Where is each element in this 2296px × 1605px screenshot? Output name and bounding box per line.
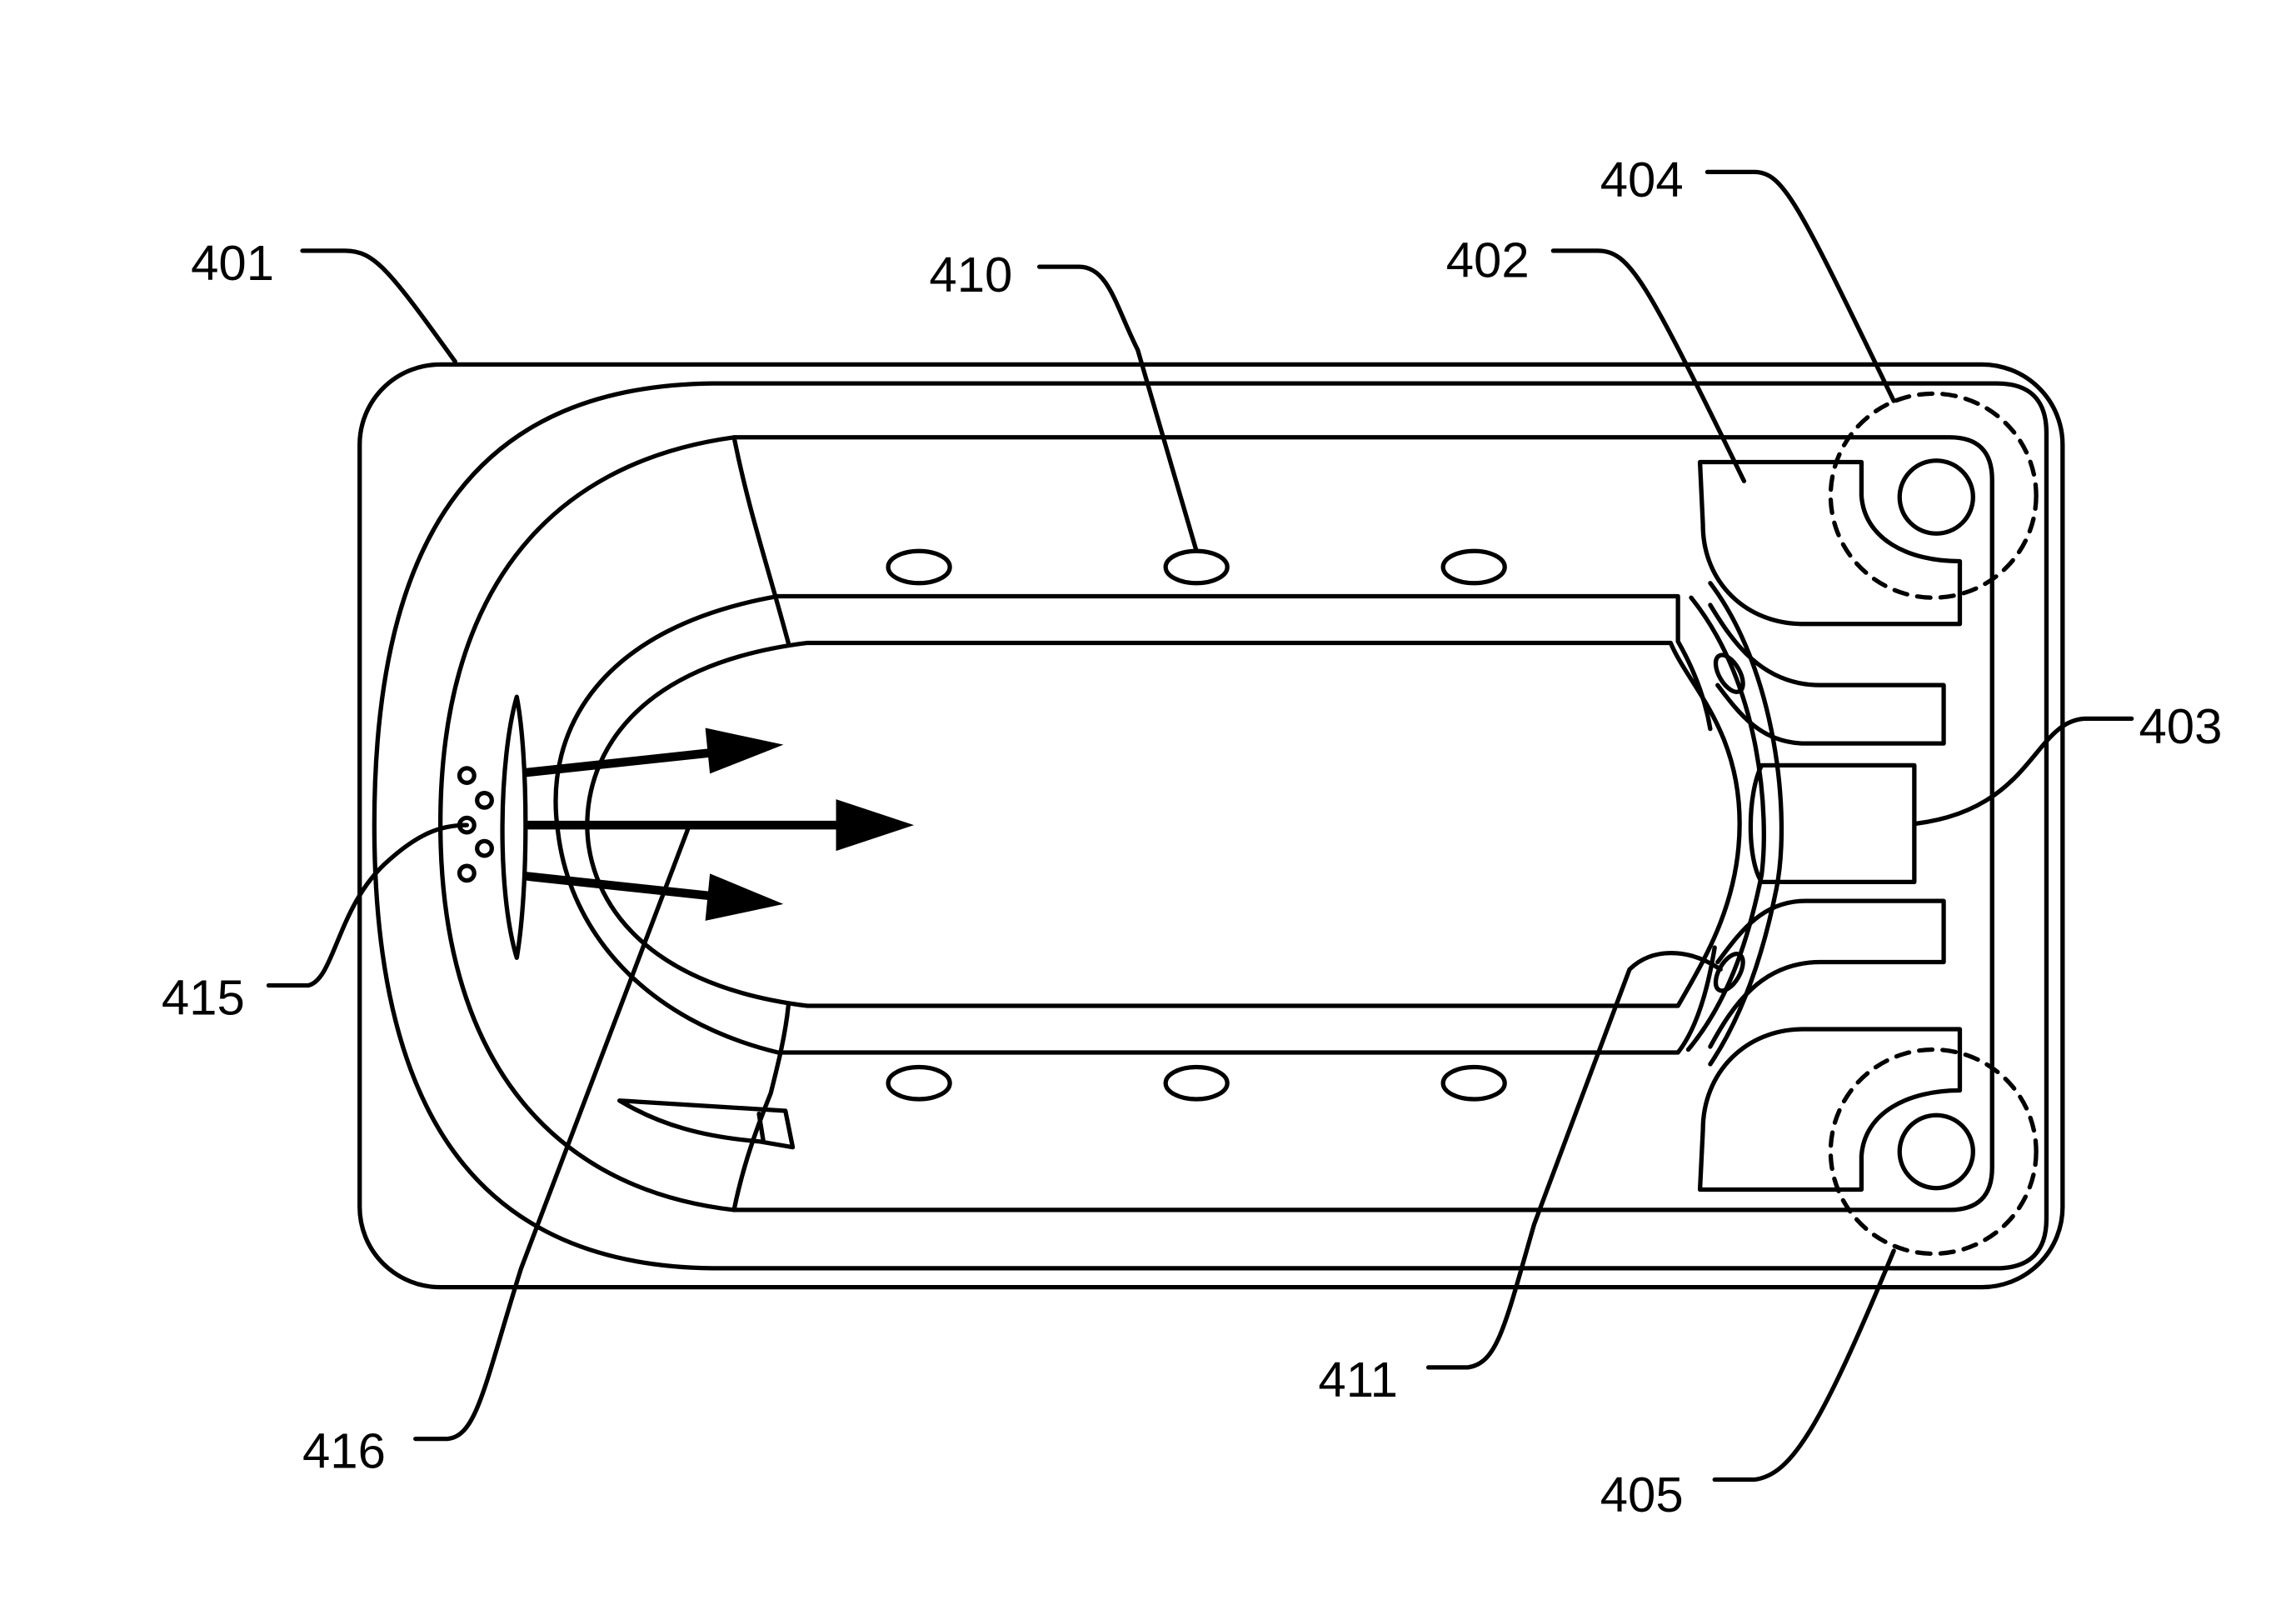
jet-housing	[1750, 765, 1914, 882]
jet-top-1	[888, 551, 950, 582]
flow-arrow-lower-shaft	[526, 876, 716, 896]
label-404: 404	[1600, 152, 1684, 208]
generator-hole-1	[460, 768, 475, 782]
label-402: 402	[1446, 232, 1530, 288]
leader-401	[302, 251, 455, 362]
label-411: 411	[1318, 1352, 1398, 1408]
flow-arrow-upper-shaft	[526, 752, 716, 772]
jet-top-2	[1165, 551, 1227, 582]
jet-bottom-3	[1443, 1068, 1505, 1099]
lounge-lower	[1710, 901, 1944, 1047]
label-410: 410	[929, 247, 1012, 302]
label-416: 416	[302, 1423, 386, 1479]
flow-arrow-upper-head	[706, 729, 781, 772]
jet-bottom-2	[1165, 1068, 1227, 1099]
generator-hole-2	[477, 793, 492, 808]
jet-top-3	[1443, 551, 1505, 582]
leader-411	[1429, 953, 1721, 1368]
label-403: 403	[2139, 698, 2222, 754]
corner-filter-lower	[1899, 1115, 1973, 1188]
seat-line-top	[734, 438, 788, 643]
generator-hole-5	[460, 866, 475, 880]
nozzle-lower	[1710, 949, 1749, 995]
label-401: 401	[191, 235, 274, 291]
entry-step	[620, 1101, 793, 1148]
label-405: 405	[1600, 1467, 1684, 1522]
label-415: 415	[162, 970, 245, 1026]
current-generator-plate	[502, 697, 526, 958]
nozzle-upper	[1710, 651, 1749, 697]
leader-415	[268, 825, 467, 985]
flow-arrow-middle-head	[836, 800, 911, 849]
leader-410	[1040, 267, 1197, 551]
corner-filter-upper	[1899, 461, 1973, 533]
leader-403	[1916, 718, 2132, 823]
jet-bottom-1	[888, 1068, 950, 1099]
flow-arrows	[526, 729, 911, 920]
generator-hole-4	[477, 841, 492, 855]
flow-arrow-lower-head	[706, 875, 781, 920]
